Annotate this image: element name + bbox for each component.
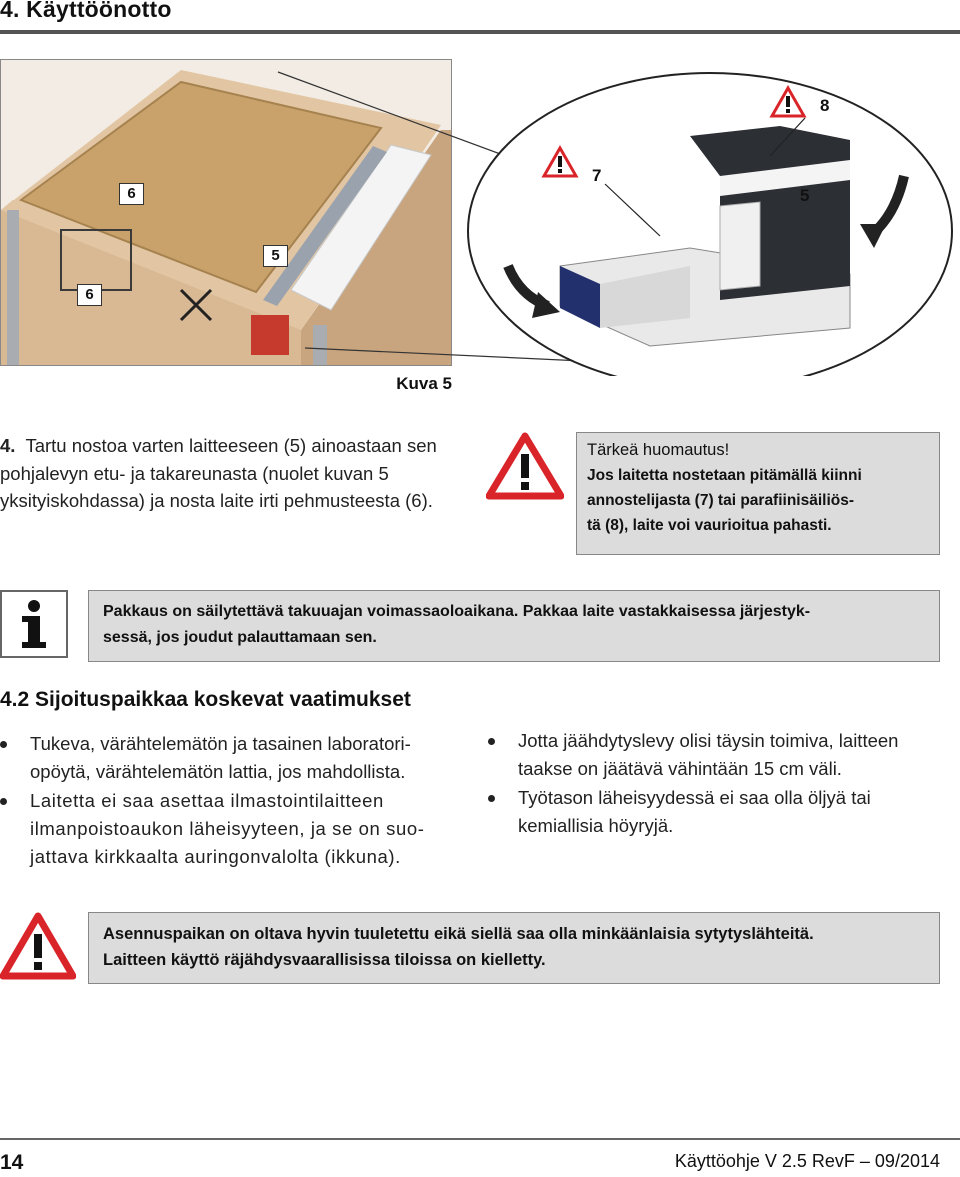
footer-rule bbox=[0, 1138, 960, 1140]
detail-label-7: 7 bbox=[592, 166, 602, 185]
header-rule bbox=[0, 30, 960, 34]
chapter-title: 4. Käyttöönotto bbox=[0, 0, 172, 22]
step-number: 4. bbox=[0, 435, 16, 456]
figure-caption: Kuva 5 bbox=[396, 374, 452, 393]
important-notice: Tärkeä huomautus! Jos laitetta nostetaan… bbox=[576, 432, 940, 555]
list-item: Jotta jäähdytyslevy olisi täysin toimiva… bbox=[488, 727, 940, 783]
detail-label-5: 5 bbox=[800, 186, 810, 205]
document-version: Käyttöohje V 2.5 RevF – 09/2014 bbox=[674, 1151, 940, 1171]
list-item: Laitetta ei saa asettaa ilmastointilaitt… bbox=[0, 787, 452, 871]
step-4: 4.Tartu nostoa varten laitteeseen (5) ai… bbox=[0, 432, 455, 515]
important-notice-line-1: Jos laitetta nostetaan pitämällä kiinni bbox=[587, 467, 862, 484]
device-detail bbox=[277, 71, 953, 376]
info-notice: Pakkaus on säilytettävä takuuajan voimas… bbox=[88, 590, 940, 662]
callout-5: 5 bbox=[263, 245, 288, 267]
bullet-list-left: Tukeva, värähtelemätön ja tasainen labor… bbox=[0, 730, 452, 872]
hazard-notice: Asennuspaikan on oltava hyvin tuuletettu… bbox=[88, 912, 940, 984]
callout-6-lower: 6 bbox=[77, 284, 102, 306]
detail-label-8: 8 bbox=[820, 96, 830, 115]
page-number: 14 bbox=[0, 1151, 24, 1174]
hazard-notice-line-2: Laitteen käyttö räjähdysvaarallisissa ti… bbox=[103, 951, 546, 969]
hazard-notice-line-1: Asennuspaikan on oltava hyvin tuuletettu… bbox=[103, 925, 814, 943]
crate-illustration bbox=[1, 60, 451, 365]
section-title: 4.2 Sijoituspaikkaa koskevat vaatimukset bbox=[0, 688, 411, 711]
important-notice-line-3: tä (8), laite voi vaurioitua pahasti. bbox=[587, 517, 832, 534]
hazard-warning-icon bbox=[0, 912, 76, 980]
info-icon bbox=[0, 590, 68, 658]
important-notice-title: Tärkeä huomautus! bbox=[587, 441, 730, 459]
list-item: Tukeva, värähtelemätön ja tasainen labor… bbox=[0, 730, 452, 786]
info-notice-line-1: Pakkaus on säilytettävä takuuajan voimas… bbox=[103, 603, 811, 620]
crate-photo: 6 5 6 bbox=[0, 59, 452, 366]
warning-icon bbox=[486, 432, 564, 500]
step-text: Tartu nostoa varten laitteeseen (5) aino… bbox=[0, 435, 437, 511]
bullet-list-right: Jotta jäähdytyslevy olisi täysin toimiva… bbox=[488, 727, 940, 841]
important-notice-line-2: annostelijasta (7) tai parafiinisäiliös- bbox=[587, 492, 855, 509]
list-item: Työtason läheisyydessä ei saa olla öljyä… bbox=[488, 784, 940, 840]
info-notice-line-2: sessä, jos joudut palauttamaan sen. bbox=[103, 629, 377, 646]
callout-6: 6 bbox=[119, 183, 144, 205]
